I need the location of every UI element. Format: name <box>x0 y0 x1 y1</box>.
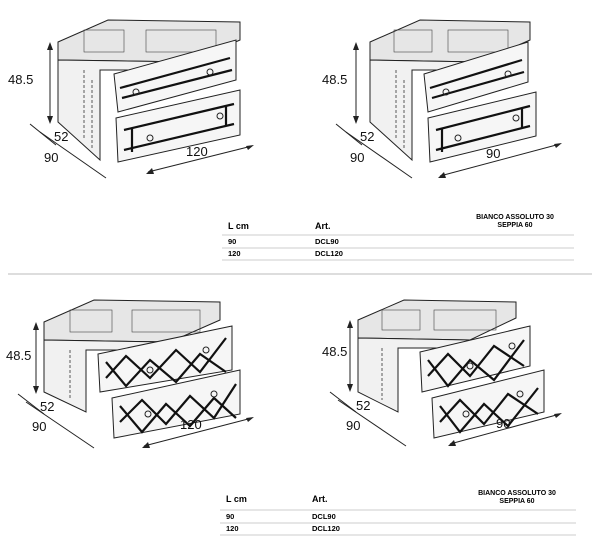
dim-length: 90 <box>486 146 500 161</box>
basin-left <box>69 309 113 333</box>
diamond-pattern <box>105 337 227 388</box>
knob-icon <box>512 114 520 122</box>
cabinet-90-diamond <box>329 299 562 447</box>
dim-width: 90 <box>44 150 58 165</box>
basin-right <box>145 29 217 53</box>
knob-icon <box>442 88 450 96</box>
spec-table-bottom: L cm Art. BIANCO ASSOLUTO 30 SEPPIA 60 9… <box>220 490 576 536</box>
drawer-top <box>423 41 529 113</box>
col-length-header: L cm <box>226 494 247 504</box>
basin-left <box>381 309 421 331</box>
dim-height: 48.5 <box>8 72 33 87</box>
finish-line1: BIANCO ASSOLUTO 30 <box>476 214 554 221</box>
row-length: 90 <box>228 237 236 246</box>
knob-icon <box>206 68 214 76</box>
basin-left <box>393 29 433 53</box>
row-art: DCL120 <box>312 524 340 533</box>
col-art-header: Art. <box>312 494 328 504</box>
row-art: DCL90 <box>315 237 339 246</box>
basin-right <box>131 309 201 333</box>
cabinet-90-stripe <box>335 19 562 179</box>
drawer-top <box>419 325 531 393</box>
dim-width: 90 <box>32 419 46 434</box>
col-length-header: L cm <box>228 221 249 231</box>
drawer-bottom <box>431 369 545 439</box>
dim-depth: 52 <box>54 129 68 144</box>
basin-right <box>433 309 497 331</box>
knob-icon <box>210 390 218 398</box>
spec-table-top: L cm Art. BIANCO ASSOLUTO 30 SEPPIA 60 9… <box>222 214 574 261</box>
cabinet-120-stripe <box>29 19 254 179</box>
knob-icon <box>454 134 462 142</box>
knob-icon <box>466 362 474 370</box>
basin-right <box>447 29 509 53</box>
dim-depth: 52 <box>356 398 370 413</box>
row-art: DCL90 <box>312 512 336 521</box>
row-length: 120 <box>226 524 239 533</box>
dim-width: 90 <box>346 418 360 433</box>
dim-height: 48.5 <box>322 72 347 87</box>
finish-line2: SEPPIA 60 <box>499 498 534 505</box>
knob-icon <box>216 112 224 120</box>
dim-depth: 52 <box>360 129 374 144</box>
diamond-pattern <box>427 339 525 388</box>
knob-icon <box>516 390 524 398</box>
dim-width: 90 <box>350 150 364 165</box>
diamond-pattern <box>119 383 237 434</box>
knob-icon <box>202 346 210 354</box>
row-length: 90 <box>226 512 234 521</box>
drawer-top <box>113 39 237 113</box>
finish-line1: BIANCO ASSOLUTO 30 <box>478 490 556 497</box>
diamond-pattern <box>439 387 539 434</box>
knob-icon <box>144 410 152 418</box>
dim-length: 120 <box>180 417 202 432</box>
row-art: DCL120 <box>315 249 343 258</box>
finish-line2: SEPPIA 60 <box>497 222 532 229</box>
knob-icon <box>146 366 154 374</box>
knob-icon <box>132 88 140 96</box>
dim-length: 90 <box>496 416 510 431</box>
knob-icon <box>504 70 512 78</box>
knob-icon <box>462 410 470 418</box>
drawer-top <box>97 325 233 393</box>
knob-icon <box>508 342 516 350</box>
basin-left <box>83 29 125 53</box>
row-length: 120 <box>228 249 241 258</box>
dim-height: 48.5 <box>322 344 347 359</box>
dim-height: 48.5 <box>6 348 31 363</box>
col-art-header: Art. <box>315 221 331 231</box>
drawer-bottom <box>111 369 241 439</box>
cabinet-120-diamond <box>17 299 254 449</box>
dim-length: 120 <box>186 144 208 159</box>
knob-icon <box>146 134 154 142</box>
dim-depth: 52 <box>40 399 54 414</box>
